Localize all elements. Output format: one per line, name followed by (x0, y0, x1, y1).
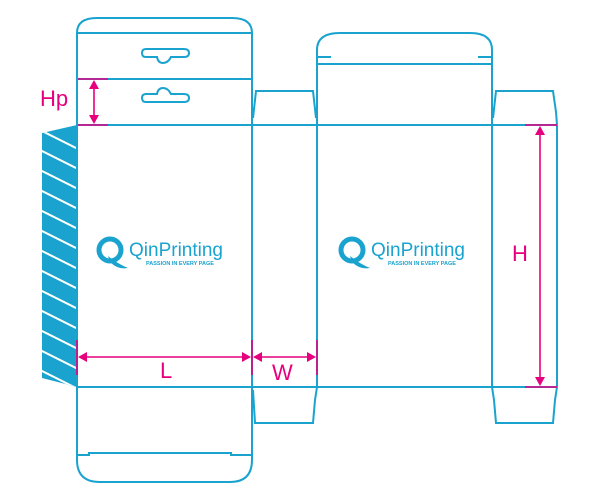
dust-flap-top-left (252, 90, 317, 119)
dust-flap-bottom-right (491, 386, 558, 424)
main-panels (76, 56, 558, 388)
l-label: L (160, 358, 172, 383)
w-label: W (272, 360, 293, 385)
svg-text:QinPrinting: QinPrinting (129, 240, 223, 261)
dimension-l: L (76, 340, 253, 383)
logo-front: QinPrinting PASSION IN EVERY PAGE (96, 236, 223, 269)
dust-flap-top-right (492, 90, 558, 126)
dimension-w: W (253, 340, 318, 385)
bottom-panel (76, 387, 253, 483)
hang-hole-bottom (140, 86, 191, 103)
dimension-h: H (512, 124, 557, 388)
dust-flap-bottom-left (252, 386, 318, 424)
svg-text:QinPrinting: QinPrinting (371, 240, 465, 261)
hanger-panel (76, 17, 253, 125)
svg-text:PASSION IN EVERY PAGE: PASSION IN EVERY PAGE (388, 261, 456, 267)
glue-flap (42, 125, 77, 387)
logo-back: QinPrinting PASSION IN EVERY PAGE (338, 236, 465, 269)
hang-hole-top (140, 48, 191, 65)
dimension-hp: Hp (40, 78, 108, 126)
h-label: H (512, 241, 528, 266)
svg-text:PASSION IN EVERY PAGE: PASSION IN EVERY PAGE (146, 261, 214, 267)
top-flap (316, 32, 493, 65)
hp-label: Hp (40, 86, 68, 111)
